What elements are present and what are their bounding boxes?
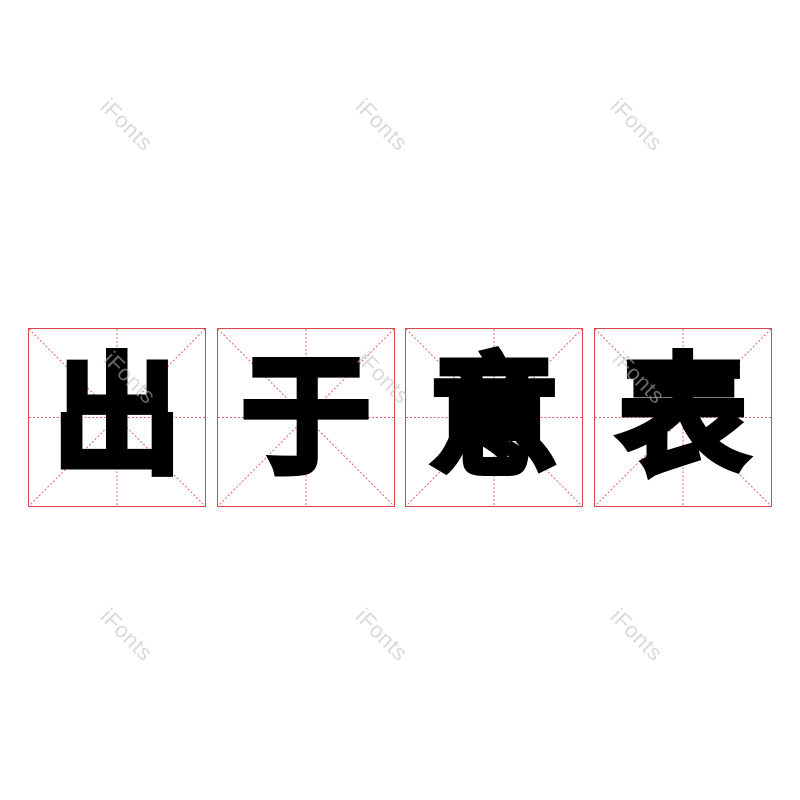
watermark-bottom-left: iFonts (95, 603, 158, 666)
tianzige-cell-4: 表 (594, 328, 772, 507)
glyph-yi: 意 (426, 342, 561, 492)
glyph-chu: 出 (49, 342, 184, 492)
glyph-biao: 表 (615, 342, 750, 492)
tianzige-cell-3: 意 (405, 328, 583, 507)
watermark-bottom-right: iFonts (605, 603, 668, 666)
grid-guides-icon (406, 329, 582, 506)
watermark-top-center: iFonts (350, 93, 413, 156)
tianzige-row: 出 于 意 (28, 328, 772, 509)
glyph-yu: 于 (238, 342, 373, 492)
grid-guides-icon (595, 329, 771, 506)
watermark-bottom-center: iFonts (350, 603, 413, 666)
watermark-top-right: iFonts (605, 93, 668, 156)
grid-guides-icon (218, 329, 394, 506)
watermark-top-left: iFonts (95, 93, 158, 156)
tianzige-cell-2: 于 (217, 328, 395, 507)
tianzige-cell-1: 出 (28, 328, 206, 507)
grid-guides-icon (29, 329, 205, 506)
